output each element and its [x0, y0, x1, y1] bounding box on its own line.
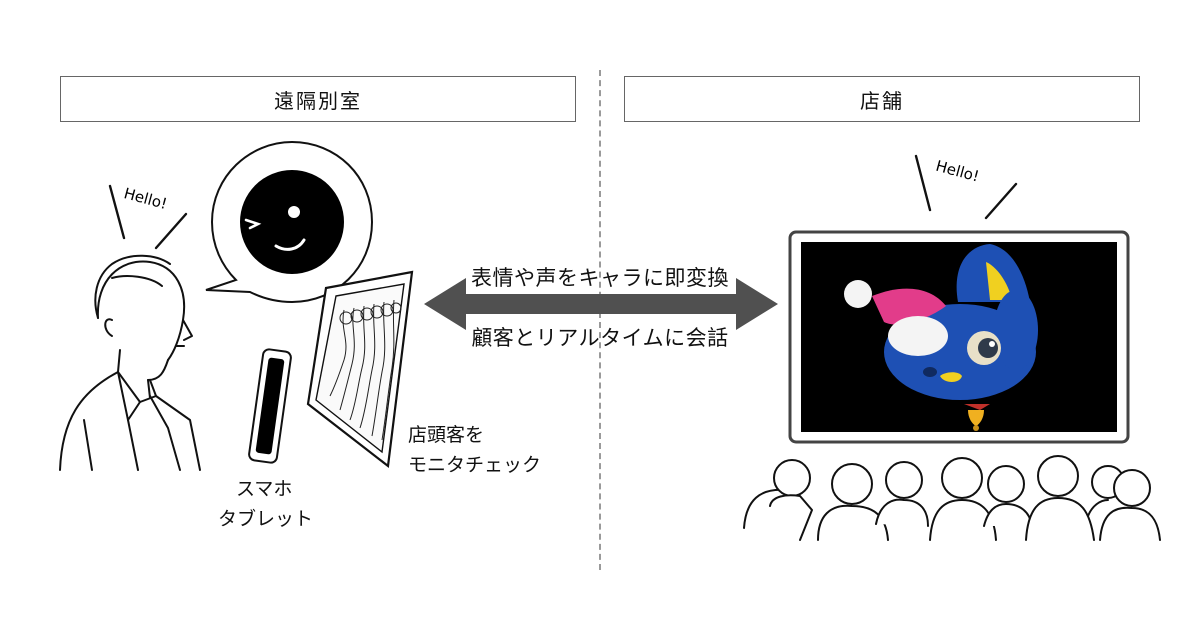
remote-room-header: 遠隔別室: [60, 76, 576, 122]
store-header: 店舗: [624, 76, 1140, 122]
arrow-top-text: 表情や声をキャラに即変換: [471, 266, 729, 290]
face-icon: [240, 170, 344, 274]
store-display: [788, 230, 1130, 444]
monitor-label: 店頭客を モニタチェック: [408, 420, 541, 480]
speech-bubble: [205, 140, 374, 304]
mascot-character-icon: [844, 244, 1038, 431]
audience-illustration: [743, 455, 1161, 541]
arrow-bottom-text: 顧客とリアルタイムに会話: [471, 326, 729, 350]
monitor-label-line1: 店頭客を: [408, 424, 485, 446]
operator-person-illustration: [59, 254, 201, 471]
hello-left-lines: [108, 184, 188, 250]
monitor-label-line2: モニタチェック: [408, 454, 542, 476]
hello-right-lines: [914, 154, 1018, 220]
hello-left-text: Hello!: [122, 184, 169, 213]
smartphone-illustration: [248, 348, 292, 464]
device-label: スマホ タブレット: [218, 474, 313, 534]
store-title: 店舗: [860, 88, 904, 113]
device-label-line1: スマホ: [236, 478, 293, 500]
section-divider: [599, 70, 601, 570]
bidirectional-arrow: [424, 278, 778, 330]
tablet-monitor-illustration: [306, 270, 414, 469]
crowd-on-monitor: [329, 299, 402, 441]
remote-room-title: 遠隔別室: [274, 88, 362, 113]
hello-right-text: Hello!: [934, 157, 981, 186]
device-label-line2: タブレット: [218, 508, 314, 530]
